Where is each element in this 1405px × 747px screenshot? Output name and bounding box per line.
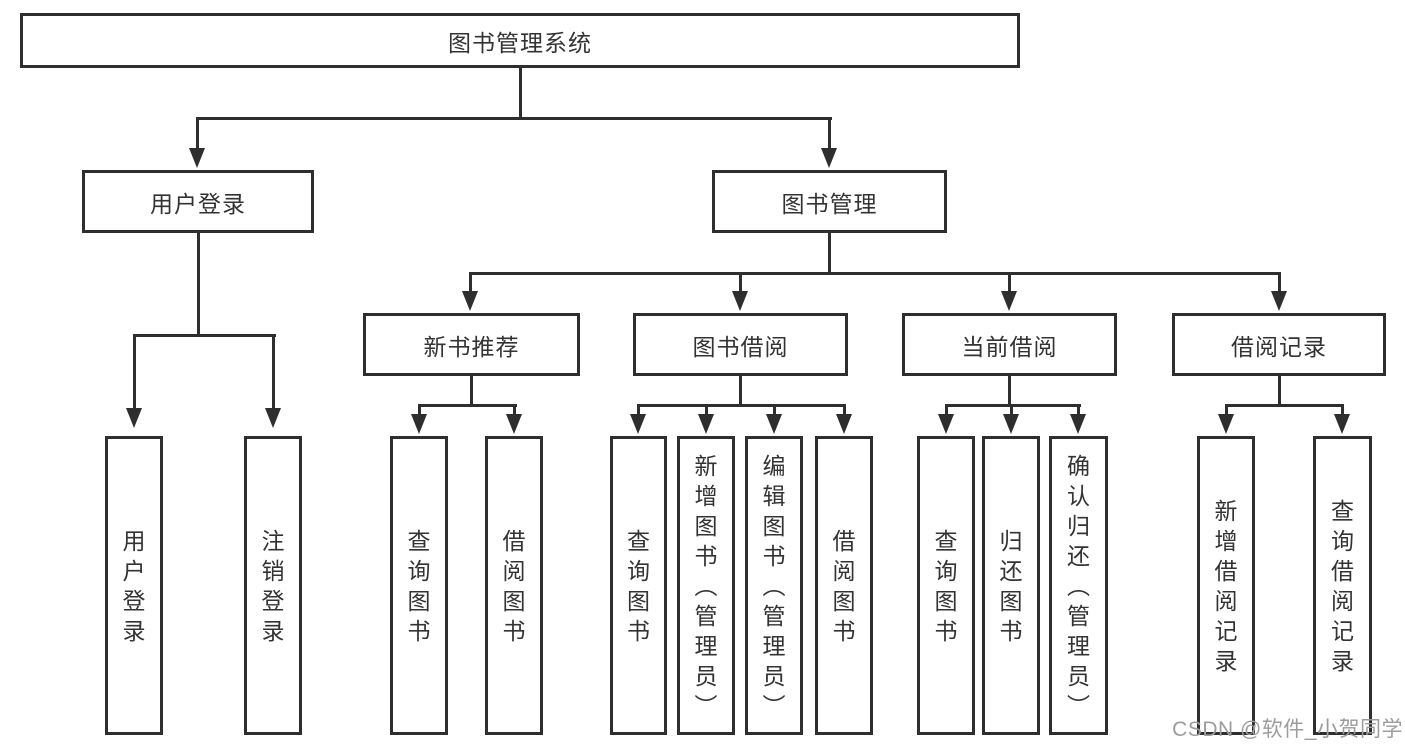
leaf-query-borrow-record-label: 查 询 借 阅 记 录 [1331, 497, 1354, 674]
connector-line [944, 404, 948, 416]
leaf-edit-books-admin: 编 辑 图 书 ︵ 管 理 员 ︶ [745, 436, 803, 735]
leaf-edit-books-admin-label: 编 辑 图 书 ︵ 管 理 员 ︶ [762, 452, 786, 719]
connector-line [1224, 404, 1228, 416]
leaf-borrow-books-recommend: 借 阅 图 书 [485, 436, 543, 735]
node-borrow-records: 借阅记录 [1172, 313, 1386, 376]
connector-line [470, 376, 473, 407]
leaf-borrow-books-recommend-label: 借 阅 图 书 [502, 527, 526, 644]
connector-line [196, 117, 199, 150]
connector-line [512, 404, 516, 416]
arrow-down-icon [1270, 291, 1287, 311]
leaf-query-books-borrow: 查 询 图 书 [610, 436, 667, 735]
arrow-down-icon [835, 414, 852, 434]
arrow-down-icon [1334, 414, 1350, 434]
node-new-book-recommend: 新书推荐 [363, 313, 580, 376]
arrow-down-icon [697, 414, 714, 434]
arrow-down-icon [461, 291, 478, 311]
leaf-query-books-recommend-label: 查 询 图 书 [407, 527, 431, 644]
node-current-borrow: 当前借阅 [902, 313, 1117, 376]
connector-line [1277, 376, 1281, 407]
connector-line [417, 404, 421, 416]
leaf-user-login: 用 户 登 录 [105, 436, 163, 735]
leaf-borrow-books: 借 阅 图 书 [815, 436, 873, 735]
leaf-return-books-label: 归 还 图 书 [999, 527, 1023, 644]
leaf-add-books-admin-label: 新 增 图 书 ︵ 管 理 员 ︶ [694, 452, 718, 719]
leaf-confirm-return-admin-label: 确 认 归 还 ︵ 管 理 员 ︶ [1067, 452, 1090, 719]
connector-line [739, 376, 742, 407]
arrow-down-icon [1070, 414, 1086, 434]
leaf-logout-label: 注 销 登 录 [261, 527, 285, 644]
arrow-down-icon [264, 408, 281, 428]
connector-line [132, 334, 136, 410]
node-root: 图书管理系统 [20, 13, 1020, 68]
connector-line [417, 404, 517, 407]
node-book-borrow: 图书借阅 [633, 313, 848, 376]
csdn-watermark: CSDN @软件_小贺同学 [1172, 718, 1403, 741]
arrow-down-icon [630, 414, 646, 434]
leaf-query-books-current-label: 查 询 图 书 [934, 527, 958, 644]
arrow-down-icon [189, 148, 205, 168]
connector-line [468, 272, 1281, 275]
node-user-login-label: 用户登录 [150, 190, 246, 217]
arrow-down-icon [732, 291, 748, 311]
node-current-borrow-label: 当前借阅 [961, 333, 1058, 360]
leaf-confirm-return-admin: 确 认 归 还 ︵ 管 理 员 ︶ [1049, 436, 1108, 735]
connector-line [827, 117, 831, 150]
leaf-user-login-label: 用 户 登 录 [122, 527, 146, 644]
node-root-label: 图书管理系统 [448, 29, 592, 56]
connector-line [196, 233, 200, 337]
connector-line [827, 233, 831, 275]
leaf-query-books-recommend: 查 询 图 书 [390, 436, 448, 735]
arrow-down-icon [937, 414, 954, 434]
node-book-borrow-label: 图书借阅 [692, 333, 789, 360]
leaf-query-books-current: 查 询 图 书 [917, 436, 975, 735]
node-new-book-recommend-label: 新书推荐 [423, 333, 520, 360]
connector-line [1008, 272, 1011, 293]
leaf-add-books-admin: 新 增 图 书 ︵ 管 理 员 ︶ [677, 436, 735, 735]
node-borrow-records-label: 借阅记录 [1231, 333, 1327, 360]
leaf-add-borrow-record-label: 新 增 借 阅 记 录 [1214, 497, 1238, 674]
connector-line [468, 272, 472, 293]
connector-line [132, 334, 276, 337]
leaf-borrow-books-label: 借 阅 图 书 [832, 527, 856, 644]
connector-line [704, 404, 708, 416]
arrow-down-icon [410, 414, 427, 434]
connector-line [637, 404, 640, 416]
arrow-down-icon [1217, 414, 1234, 434]
leaf-query-borrow-record: 查 询 借 阅 记 录 [1313, 436, 1372, 735]
connector-line [196, 117, 832, 120]
node-user-login: 用户登录 [82, 170, 314, 233]
arrow-down-icon [820, 148, 837, 168]
node-book-mgmt-label: 图书管理 [781, 190, 878, 217]
connector-line [1077, 404, 1080, 416]
connector-line [518, 68, 522, 120]
leaf-query-books-borrow-label: 查 询 图 书 [627, 527, 650, 644]
connector-line [1008, 376, 1011, 407]
connector-line [842, 404, 846, 416]
arrow-down-icon [1001, 291, 1017, 311]
leaf-logout: 注 销 登 录 [244, 436, 302, 735]
arrow-down-icon [505, 414, 522, 434]
connector-line [944, 404, 1081, 407]
connector-line [1224, 404, 1344, 407]
connector-line [739, 272, 742, 293]
connector-line [1009, 404, 1013, 416]
arrow-down-icon [1002, 414, 1019, 434]
connector-line [271, 334, 275, 410]
leaf-add-borrow-record: 新 增 借 阅 记 录 [1197, 436, 1255, 735]
node-book-mgmt: 图书管理 [712, 170, 947, 233]
arrow-down-icon [765, 414, 782, 434]
leaf-return-books: 归 还 图 书 [982, 436, 1040, 735]
arrow-down-icon [125, 408, 142, 428]
connector-line [772, 404, 776, 416]
connector-line [1277, 272, 1281, 293]
connector-line [637, 404, 846, 407]
connector-line [1341, 404, 1344, 416]
